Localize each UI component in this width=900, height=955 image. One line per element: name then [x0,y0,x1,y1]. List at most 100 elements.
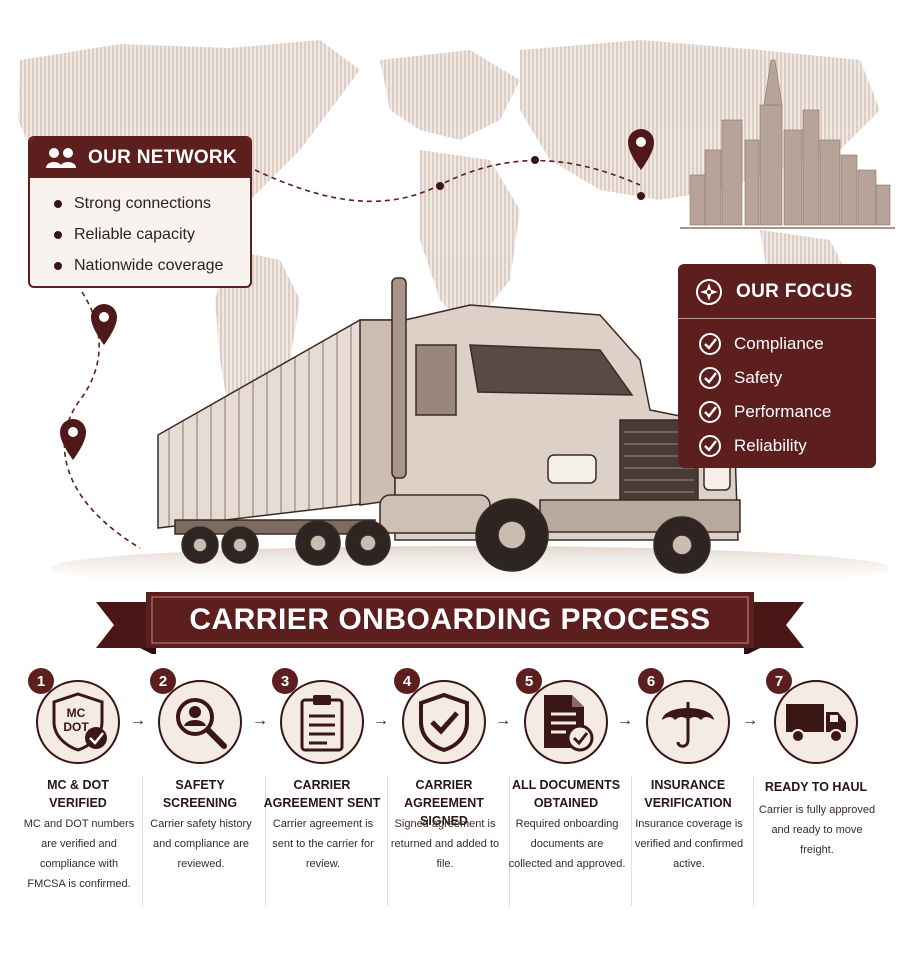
step-number: 3 [272,668,298,694]
step-6: 6 INSURANCE VERIFICATION Insurance covera… [635,668,756,928]
bullet-icon [54,230,62,239]
divider [753,776,754,906]
our-network-card: OUR NETWORK Strong connections Reliable … [28,136,252,288]
step-title: CARRIER AGREEMENT SIGNED [384,776,504,830]
arrow-right-icon: → [373,712,389,729]
step-icon-circle [774,680,858,764]
step-title: ALL DOCUMENTS OBTAINED [506,776,626,812]
step-icon-circle [646,680,730,764]
step-1: 1 MC DOT MC & DOT VERIFIED MC and DOT num… [24,668,146,928]
step-icon-circle [158,680,242,764]
clipboard-icon [300,695,344,752]
step-title-line: SCREENING [162,796,238,810]
step-title: READY TO HAUL [764,780,868,794]
step-description: Insurance coverage is verified and confi… [634,818,744,870]
divider [142,776,143,906]
list-item: Reliable capacity [54,219,250,250]
step-number: 2 [150,668,176,694]
divider [631,776,632,906]
focus-item-label: Reliability [734,436,807,455]
step-description: Carrier agreement is sent to the carrier… [272,818,374,870]
step-title: SAFETY SCREENING [140,776,260,812]
step-title-line: OBTAINED [533,796,599,810]
process-banner [96,592,804,654]
check-icon [699,333,721,355]
our-focus-card: OUR FOCUS Compliance Safety Performance … [678,264,876,468]
network-item-label: Strong connections [74,194,211,212]
divider [678,318,876,319]
focus-item-label: Safety [734,368,783,387]
step-description: Signed agreement is returned and added t… [390,818,500,870]
team-icon [46,148,76,168]
search-person-icon [176,698,227,749]
arrow-right-icon: → [617,712,633,729]
list-item: Performance [698,395,876,429]
our-network-header: OUR NETWORK [30,138,250,178]
divider [509,776,510,906]
umbrella-icon [662,702,714,748]
city-skyline [680,59,895,229]
divider [265,776,266,906]
arrow-right-icon: → [742,712,758,729]
step-title-line: AGREEMENT SENT [263,796,381,810]
process-title: CARRIER ONBOARDING PROCESS [189,603,711,636]
bullet-icon [54,261,62,270]
step-title-line: VERIFICATION [644,796,732,810]
step-3: 3 CARRIER AGREEMENT SENT Carrier agreemen… [264,668,390,928]
check-icon [699,401,721,423]
shield-check-icon [419,692,469,752]
step-icon-circle [402,680,486,764]
step-4: 4 CARRIER AGREEMENT SIGNED Signed agreeme… [391,668,512,928]
step-title-line: VERIFIED [49,796,107,810]
step-title: CARRIER AGREEMENT SENT [262,776,382,812]
step-description: Required onboarding documents are collec… [508,818,626,870]
shield-badge-text: MC [67,706,86,720]
list-item: Reliability [698,429,876,463]
step-description: Carrier safety history and compliance ar… [150,818,252,870]
bullet-icon [54,199,62,208]
our-focus-list: Compliance Safety Performance Reliabilit… [694,327,876,463]
step-icon-circle: MC DOT [36,680,120,764]
arrow-right-icon: → [495,712,511,729]
step-number: 5 [516,668,542,694]
check-icon [699,367,721,389]
step-title-line: MC & DOT [47,778,109,792]
step-description: MC and DOT numbers are verified and comp… [23,818,135,890]
step-number: 1 [28,668,54,694]
list-item: Compliance [698,327,876,361]
step-title-line: CARRIER [293,778,351,792]
step-number: 4 [394,668,420,694]
step-title-line: AGREEMENT SIGNED [404,796,484,828]
map-pin-icon [91,304,117,345]
step-description: Carrier is fully approved and ready to m… [758,804,876,856]
map-pin-icon [628,129,654,200]
step-title-line: INSURANCE [650,778,726,792]
list-item: Nationwide coverage [54,250,250,281]
step-title-line: SAFETY [175,778,225,792]
step-5: 5 ALL DOCUMENTS OBTAINED Required onboard… [509,668,634,928]
step-number: 7 [766,668,792,694]
step-title-line: ALL DOCUMENTS [511,778,621,792]
truck-icon [786,704,846,743]
shield-badge-text: DOT [63,720,89,734]
our-focus-header: OUR FOCUS [694,276,876,308]
document-check-icon [544,695,594,752]
focus-item-label: Compliance [734,334,824,353]
list-item: Safety [698,361,876,395]
arrow-right-icon: → [130,712,146,729]
compass-icon [696,279,722,305]
list-item: Strong connections [54,188,250,219]
step-2: 2 SAFETY SCREENING Carrier safety history… [150,668,268,928]
our-network-list: Strong connections Reliable capacity Nat… [30,178,250,281]
our-focus-title: OUR FOCUS [736,281,853,302]
arrow-right-icon: → [252,712,268,729]
focus-item-label: Performance [734,402,832,421]
step-icon-circle [280,680,364,764]
step-title-line: CARRIER [415,778,473,792]
step-7: 7 READY TO HAUL Carrier is fully approve… [759,668,884,928]
map-pin-icon [60,419,86,460]
step-title: INSURANCE VERIFICATION [628,776,748,812]
hero-illustration [18,40,895,590]
shield-badge-icon: MC DOT [52,692,107,752]
step-number: 6 [638,668,664,694]
